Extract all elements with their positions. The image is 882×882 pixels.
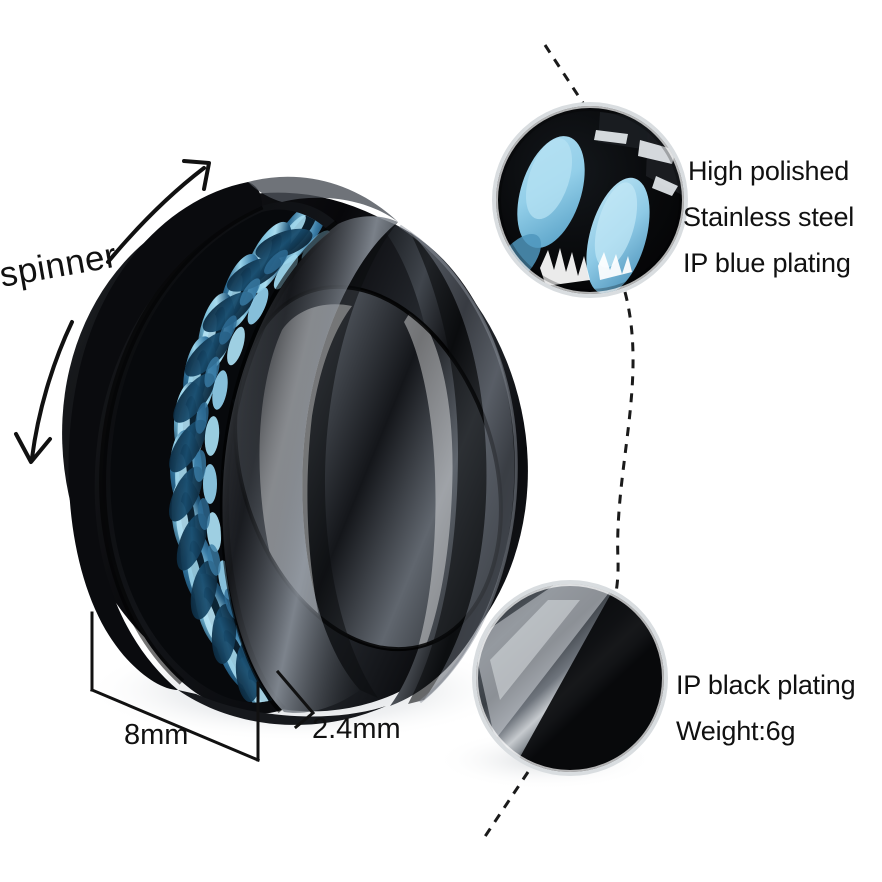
spec-line-high-polished: High polished [688,156,850,186]
leader-arc-mid [596,291,635,641]
groove-edge-outer [99,202,264,685]
ring-bottom-edge [178,690,386,725]
dim-24mm-pointer [275,669,316,730]
dim-8mm-baseline [90,688,260,762]
spinner-arrow-up-head [182,159,211,191]
spec-line-stainless-steel: Stainless steel [683,202,855,232]
leader-lines [482,44,635,839]
ring-front-lip [68,182,262,690]
dimension-label-width: 8mm [124,719,189,751]
ring-right-rim-shade [408,232,487,704]
spec-line-ip-blue-plating: IP blue plating [683,248,851,278]
ring-right-rim-highlight [410,232,515,700]
ring-center-rail-shade [302,222,398,698]
spinner-arrows [14,159,211,464]
bore-highlight-secondary [400,306,453,684]
specular-band [475,583,618,740]
ring-top-edge [248,176,398,222]
ring-outline-specular [399,224,518,704]
leader-bottom-out [482,771,530,839]
spinner-arrow-down-head [14,432,52,464]
dimension-label-thickness: 2.4mm [312,713,401,745]
callout-black-plating [472,580,668,776]
spec-line-ip-black-plating: IP black plating [676,670,856,700]
callout-bottom-rim [472,580,668,776]
dimension-lines [90,611,316,762]
callout-top-rim [492,102,688,298]
spinner-arrow-up [106,166,206,264]
leader-top-in [543,44,585,104]
spinner-arrow-down [30,320,74,460]
ring-center-rail [222,216,398,713]
callout-blue-plating [492,102,688,298]
spec-line-weight: Weight:6g [676,716,796,746]
spinner-ring [62,176,528,725]
